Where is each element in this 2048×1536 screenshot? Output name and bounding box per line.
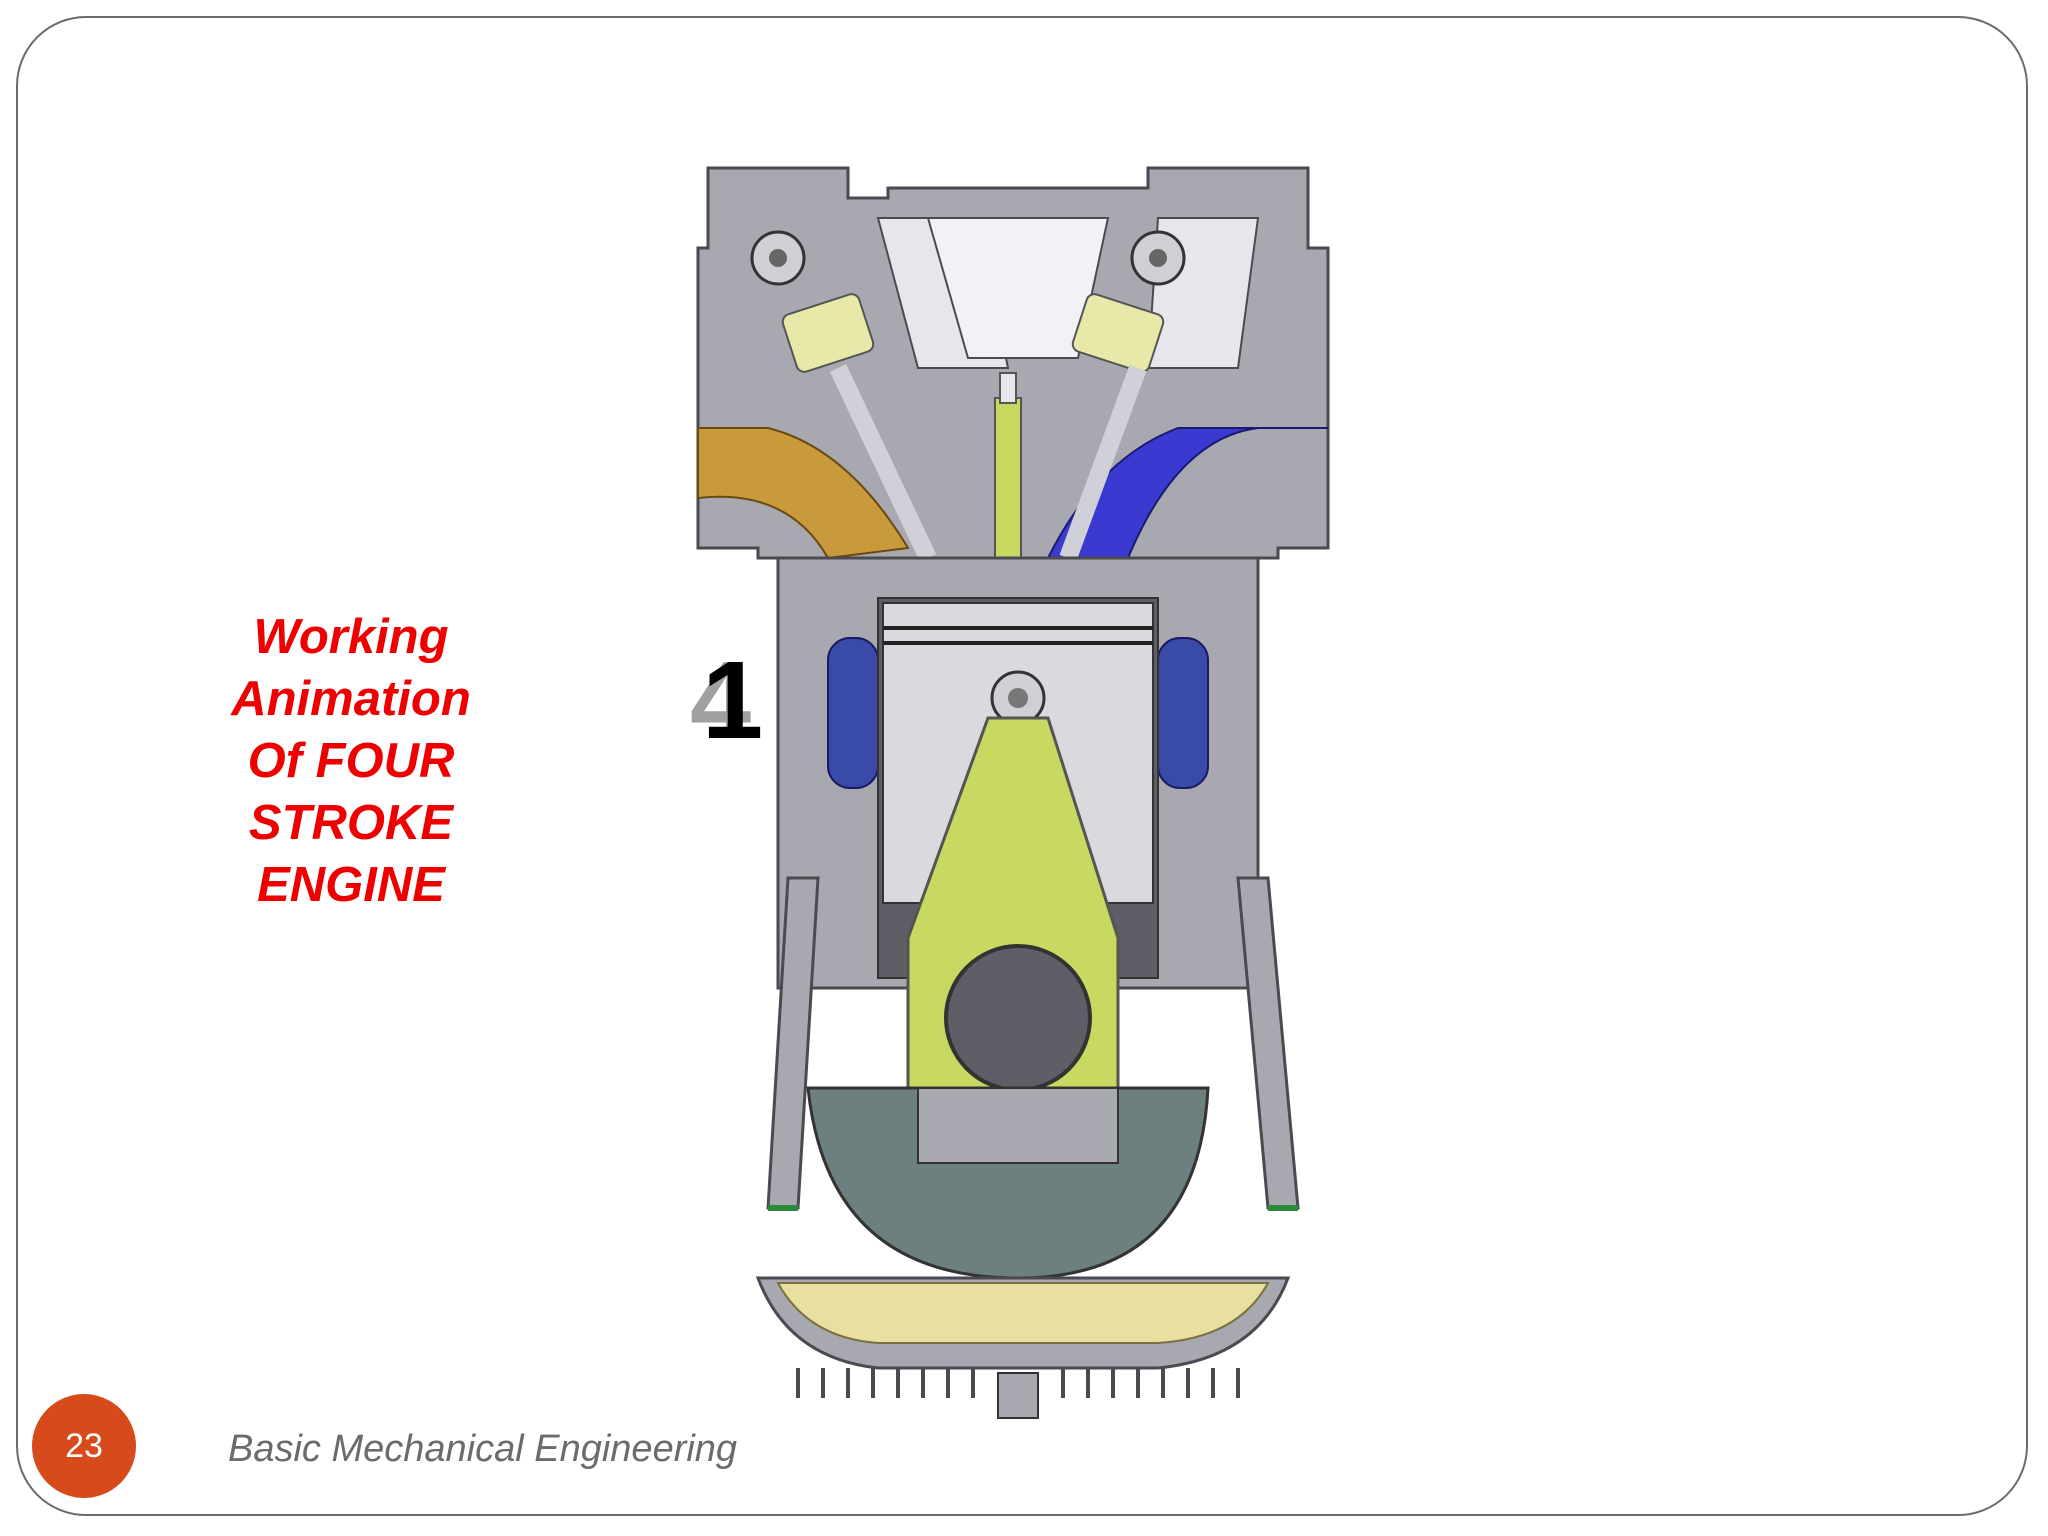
rocker-pivot-left-center: [769, 249, 787, 267]
crankcase-right: [1236, 876, 1300, 1210]
stroke-counter: 4 1: [690, 639, 763, 758]
valve-spring-right: [1071, 293, 1165, 373]
engine-cutaway-image: [696, 166, 1330, 1419]
wrist-pin-center: [1008, 688, 1028, 708]
footer-course-title: Basic Mechanical Engineering: [228, 1428, 738, 1470]
title-line-1: Working: [253, 610, 449, 664]
coolant-jacket-left: [827, 637, 879, 789]
oil-level: [776, 1282, 1270, 1344]
slide-title: Working Animation Of FOUR STROKE ENGINE: [206, 606, 496, 916]
valve-spring-left: [781, 293, 875, 373]
page-number-badge: 23: [32, 1394, 136, 1498]
coolant-jacket-right: [1157, 637, 1209, 789]
spark-plug: [994, 397, 1022, 559]
crank-journal: [944, 944, 1092, 1092]
title-line-2: Animation: [231, 672, 471, 726]
stroke-number-front: 1: [702, 639, 763, 758]
drain-plug: [997, 1372, 1039, 1419]
title-line-3: Of FOUR: [247, 734, 455, 788]
title-line-5: ENGINE: [257, 858, 445, 912]
spark-well: [926, 217, 1110, 359]
rocker-pivot-right-center: [1149, 249, 1167, 267]
spark-plug-terminal: [999, 372, 1017, 404]
intake-port: [697, 427, 910, 560]
crankcase-left: [766, 876, 820, 1210]
valve-stem-right: [1059, 364, 1147, 562]
crank-web: [917, 1087, 1119, 1164]
title-line-4: STROKE: [248, 796, 454, 850]
slide: Working Animation Of FOUR STROKE ENGINE …: [16, 16, 2028, 1516]
stroke-number-back: 4: [690, 639, 751, 758]
valve-stem-left: [829, 364, 937, 562]
oil-pan-fins: [796, 1368, 1240, 1398]
